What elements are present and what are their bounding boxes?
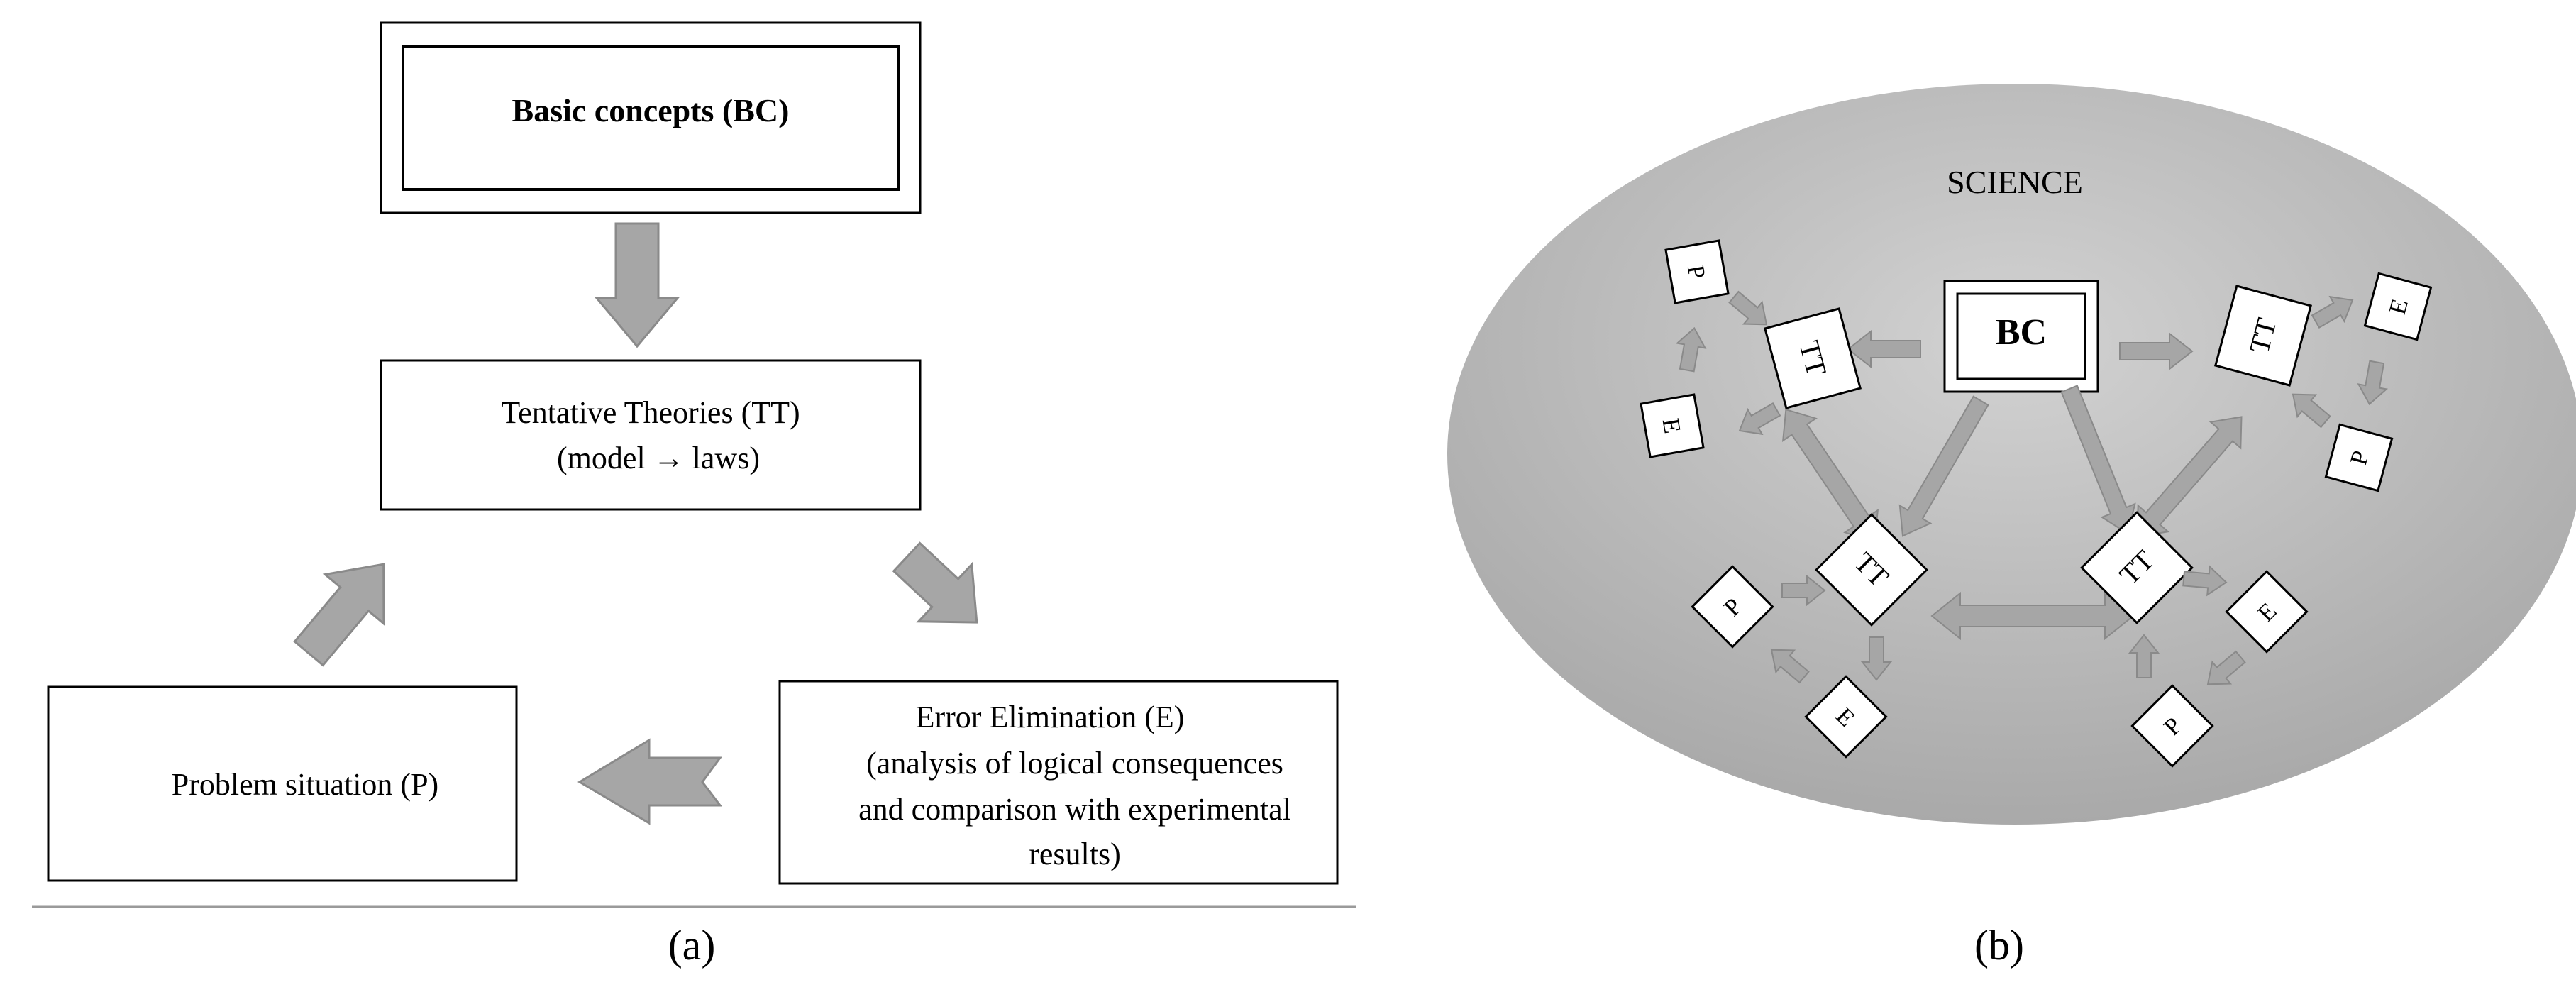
arrow-tt-upper-right-to-lower-right	[2136, 416, 2243, 538]
arrow-tt-to-e	[892, 541, 978, 624]
problem-situation-label: Problem situation (P)	[172, 767, 438, 802]
arrow-p-to-tt-ll	[1781, 574, 1826, 607]
tt-box-upper-left: TT	[1763, 307, 1862, 409]
bc-box: BC	[1943, 280, 2099, 393]
p-box-upper-left: P	[1664, 239, 1730, 304]
panel-b: SCIENCE BC	[1447, 84, 2576, 969]
arrow-bc-to-tt-bottom-left	[1898, 395, 1989, 537]
panel-a-caption: (a)	[668, 922, 716, 969]
error-elimination-line2: (analysis of logical consequences	[866, 746, 1283, 781]
e-box-lower-right: E	[2225, 570, 2309, 654]
arrow-bc-to-tt	[594, 222, 680, 348]
error-elimination-line4: results)	[1029, 837, 1121, 871]
panel-b-caption: (b)	[1974, 922, 2024, 969]
error-elimination-line1: Error Elimination (E)	[916, 700, 1185, 734]
bc-label: BC	[1996, 312, 2047, 353]
arrow-p-to-tt	[293, 563, 385, 667]
arrow-e-to-p-ll	[1770, 649, 1810, 684]
arrow-tt-to-e-ll	[1860, 636, 1893, 681]
arrow-tt-to-e-ur	[2311, 295, 2354, 329]
tentative-theories-line1: Tentative Theories (TT)	[501, 395, 800, 430]
arrow-e-to-p	[577, 738, 723, 825]
arrow-e-to-p-ul	[1675, 326, 1707, 373]
panel-a: Basic concepts (BC) Tentative Theories (…	[32, 21, 1356, 969]
arrow-p-to-tt-ul	[1728, 290, 1768, 326]
arrow-tt-to-e-ul	[1738, 402, 1781, 436]
e-box-lower-left: E	[1804, 675, 1888, 759]
arrow-p-to-tt-ur	[2292, 393, 2331, 429]
tentative-theories-line2: (model → laws)	[557, 441, 760, 475]
e-box-upper-right: E	[2363, 272, 2433, 341]
basic-concepts-label: Basic concepts (BC)	[512, 92, 790, 128]
arrow-p-to-tt-lr	[2128, 634, 2160, 678]
error-elimination-box: Error Elimination (E) (analysis of logic…	[778, 680, 1339, 885]
arrow-bc-to-tt-bottom-right	[2060, 385, 2136, 535]
tt-box-lower-right: TT	[2080, 511, 2194, 624]
p-box-lower-right: P	[2130, 684, 2214, 768]
problem-situation-box: Problem situation (P)	[47, 685, 518, 882]
tt-box-upper-right: TT	[2213, 285, 2313, 387]
p-box-lower-left: P	[1691, 565, 1774, 649]
tt-box-lower-left: TT	[1815, 513, 1928, 627]
arrow-e-to-p-lr	[2206, 650, 2246, 685]
science-title: SCIENCE	[1947, 164, 2083, 200]
arrow-tt-to-e-lr	[2182, 565, 2228, 597]
p-box-upper-right: P	[2324, 423, 2394, 492]
arrow-e-to-p-ur	[2357, 360, 2389, 406]
error-elimination-line3: and comparison with experimental	[858, 792, 1291, 827]
tentative-theories-box: Tentative Theories (TT) (model → laws)	[380, 359, 922, 511]
e-box-upper-left: E	[1640, 393, 1705, 458]
arrow-bc-to-tt-right	[2119, 331, 2194, 371]
arrow-bc-to-tt-left	[1847, 329, 1921, 369]
basic-concepts-box: Basic concepts (BC)	[380, 21, 922, 214]
